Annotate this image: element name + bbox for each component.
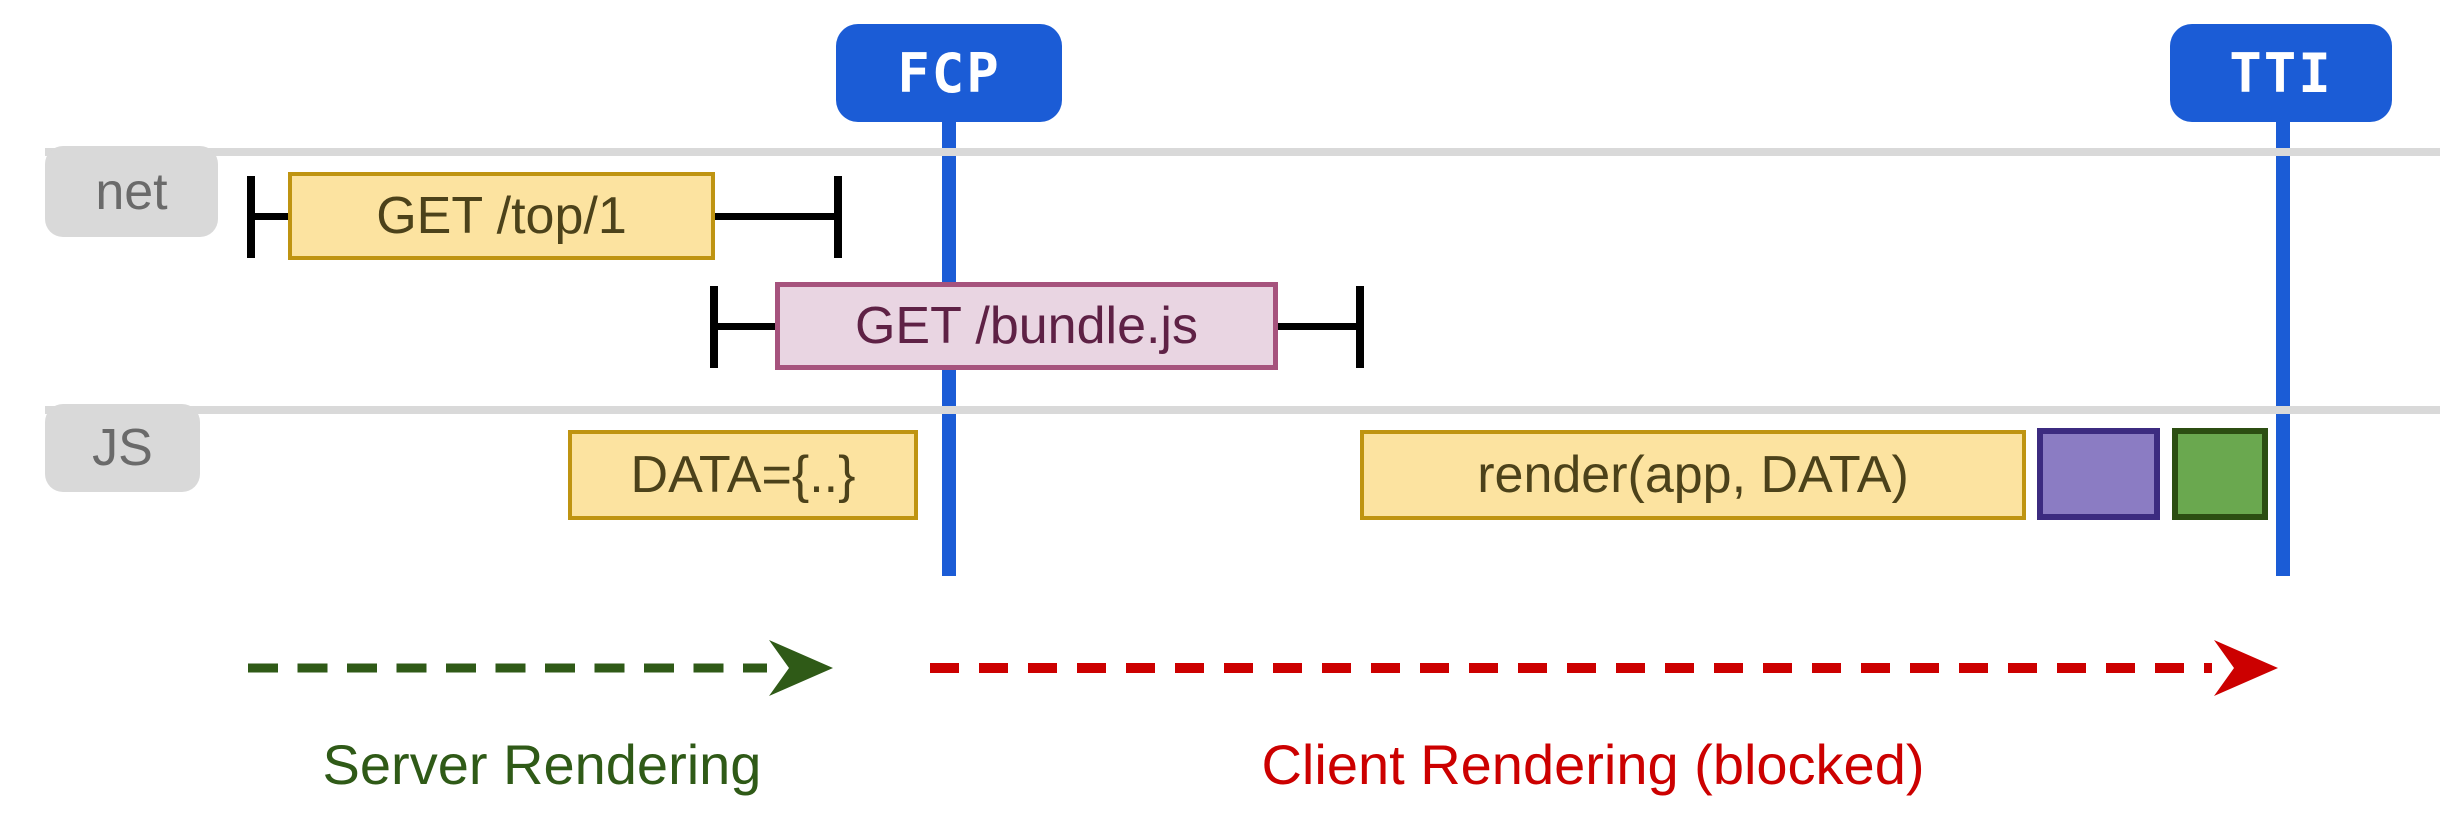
net-track-line <box>45 148 2440 156</box>
js-task-render-label: render(app, DATA) <box>1477 446 1909 504</box>
request-top1-whisker-end <box>834 176 842 258</box>
js-task-purple-box <box>2037 428 2160 520</box>
js-track-line <box>45 406 2440 414</box>
js-task-data-label: DATA={..} <box>630 446 856 504</box>
js-track-tab: JS <box>45 404 200 492</box>
net-track-label: net <box>95 162 168 221</box>
tti-badge: TTI <box>2170 24 2392 122</box>
request-top1-label: GET /top/1 <box>376 187 627 245</box>
request-bundle-whisker-start <box>710 286 718 368</box>
request-top1-box: GET /top/1 <box>288 172 715 260</box>
server-arrow-head <box>769 640 833 696</box>
request-bundle-box: GET /bundle.js <box>775 282 1278 370</box>
js-task-render-box: render(app, DATA) <box>1360 430 2026 520</box>
net-track-tab: net <box>45 146 218 237</box>
js-track-label: JS <box>92 419 153 477</box>
js-task-green-box <box>2172 428 2268 520</box>
request-bundle-label: GET /bundle.js <box>854 297 1198 355</box>
tti-badge-label: TTI <box>2229 41 2333 105</box>
client-arrow-head <box>2214 640 2278 696</box>
client-rendering-arrow <box>930 640 2278 696</box>
request-bundle-whisker-end <box>1356 286 1364 368</box>
js-task-data-box: DATA={..} <box>568 430 918 520</box>
fcp-badge: FCP <box>836 24 1062 122</box>
request-top1-whisker-start <box>247 176 255 258</box>
server-rendering-arrow <box>248 640 833 696</box>
server-rendering-label: Server Rendering <box>323 732 762 797</box>
client-rendering-text: Client Rendering (blocked) <box>1261 733 1925 796</box>
client-rendering-label: Client Rendering (blocked) <box>1261 732 1924 797</box>
tti-marker-line <box>2276 118 2290 576</box>
fcp-badge-label: FCP <box>897 41 1001 105</box>
server-rendering-text: Server Rendering <box>322 733 762 796</box>
